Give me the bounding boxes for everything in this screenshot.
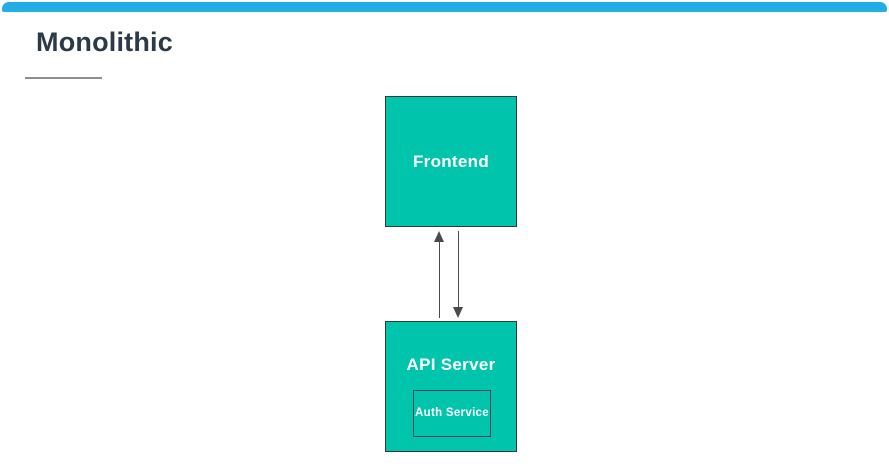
title-underline <box>25 77 102 79</box>
node-auth-service: Auth Service <box>413 390 491 437</box>
arrow-up-icon <box>434 231 445 318</box>
node-auth-service-label: Auth Service <box>415 407 489 420</box>
arrow-down-line <box>457 231 459 309</box>
node-api-server-label: API Server <box>406 355 496 374</box>
arrow-down-head <box>453 307 463 318</box>
node-frontend-label: Frontend <box>412 151 490 171</box>
arrow-up-head <box>434 231 444 242</box>
page-title: Monolithic <box>36 27 173 57</box>
arrow-down-icon <box>453 231 464 318</box>
arrow-up-line <box>438 240 440 318</box>
node-api-server: API Server Auth Service <box>385 321 517 452</box>
node-frontend: Frontend <box>385 96 517 227</box>
top-accent-bar <box>2 2 887 12</box>
